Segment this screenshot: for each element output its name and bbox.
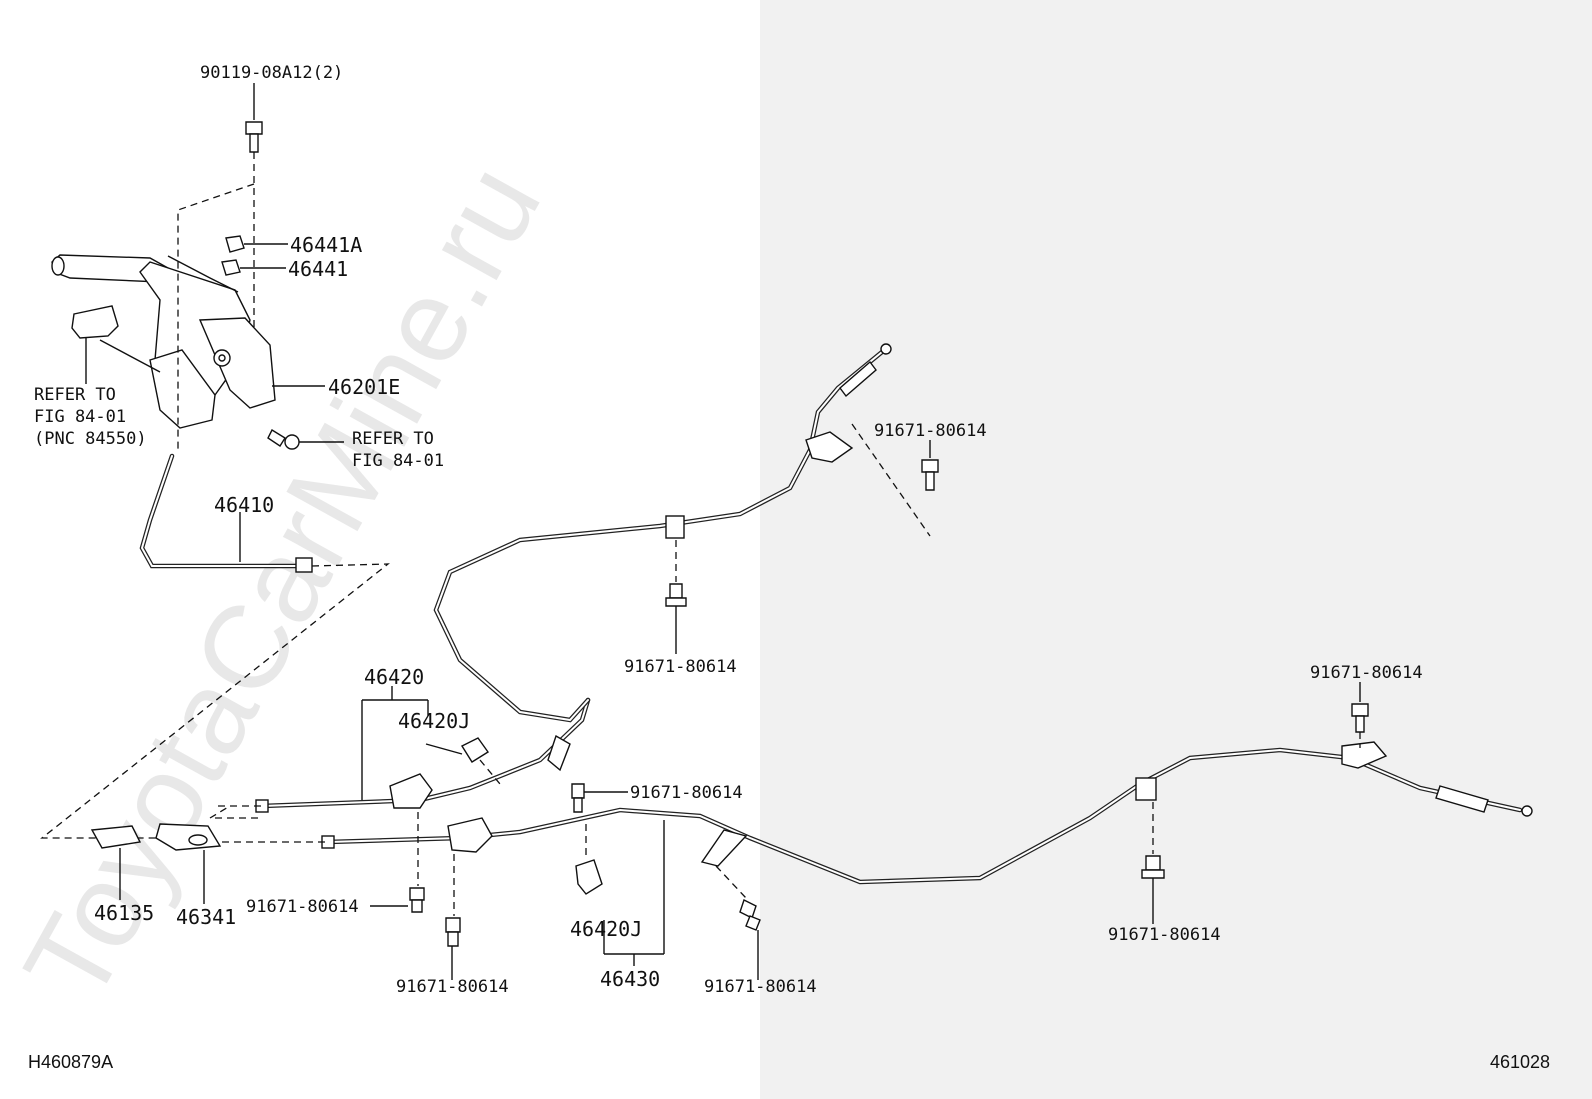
label-bolt-e: 91671-80614 <box>396 977 509 997</box>
bolt-b-icon <box>665 583 687 607</box>
label-46420: 46420 <box>364 665 424 689</box>
bolt-a-icon <box>921 459 939 491</box>
label-refer-pnc-line1: REFER TO <box>34 385 116 405</box>
junction-46420 <box>389 773 433 809</box>
bolt-refer-fig-icon <box>267 429 300 450</box>
nut-46441-icon <box>221 259 241 276</box>
bolt-g-icon <box>1141 855 1165 879</box>
label-bolt-a: 91671-80614 <box>874 421 987 441</box>
label-bolt-h: 91671-80614 <box>1310 663 1423 683</box>
label-refer-pnc-line2: FIG 84-01 <box>34 407 126 427</box>
footer-right-code: 461028 <box>1490 1052 1550 1072</box>
label-46201e: 46201E <box>328 375 400 399</box>
parking-brake-lever <box>51 254 276 429</box>
label-46430: 46430 <box>600 967 660 991</box>
bolt-f-icon <box>739 899 761 931</box>
label-46410: 46410 <box>214 493 274 517</box>
bolt-90119-icon <box>245 121 263 153</box>
label-46441: 46441 <box>288 257 348 281</box>
label-46441a: 46441A <box>290 233 362 257</box>
label-bolt-c: 91671-80614 <box>630 783 743 803</box>
bolt-c-icon <box>571 783 585 813</box>
label-bolt-d: 91671-80614 <box>246 897 359 917</box>
bolt-e-icon <box>445 917 461 947</box>
background-right-panel <box>760 0 1592 1099</box>
clip-46420j-upper <box>460 737 490 763</box>
background-left-panel <box>0 0 760 1099</box>
label-refer-fig-line1: REFER TO <box>352 429 434 449</box>
label-refer-pnc-line3: (PNC 84550) <box>34 429 147 449</box>
clip-46420j-lower <box>575 859 603 895</box>
junction-46430 <box>447 817 493 853</box>
label-bolt-b: 91671-80614 <box>624 657 737 677</box>
bracket-upper-right <box>805 431 854 463</box>
label-bolt-90119: 90119-08A12(2) <box>200 63 343 83</box>
bolt-d-icon <box>409 887 425 913</box>
cable-clamp-upper <box>665 515 685 539</box>
label-46420j-lower: 46420J <box>570 917 642 941</box>
cable-46410-end <box>295 557 313 573</box>
nut-46441a-icon <box>225 235 245 253</box>
label-refer-fig-line2: FIG 84-01 <box>352 451 444 471</box>
cable-end-top <box>880 343 892 355</box>
cable-end-right <box>1521 805 1533 817</box>
bracket-right <box>1341 741 1388 769</box>
cable-clamp-right <box>1135 777 1157 801</box>
label-bolt-g: 91671-80614 <box>1108 925 1221 945</box>
label-46420j-upper: 46420J <box>398 709 470 733</box>
label-bolt-f: 91671-80614 <box>704 977 817 997</box>
footer-left-code: H460879A <box>28 1052 113 1072</box>
part-46135-icon <box>90 825 142 849</box>
bolt-h-icon <box>1351 703 1369 733</box>
label-46341: 46341 <box>176 905 236 929</box>
label-46135: 46135 <box>94 901 154 925</box>
